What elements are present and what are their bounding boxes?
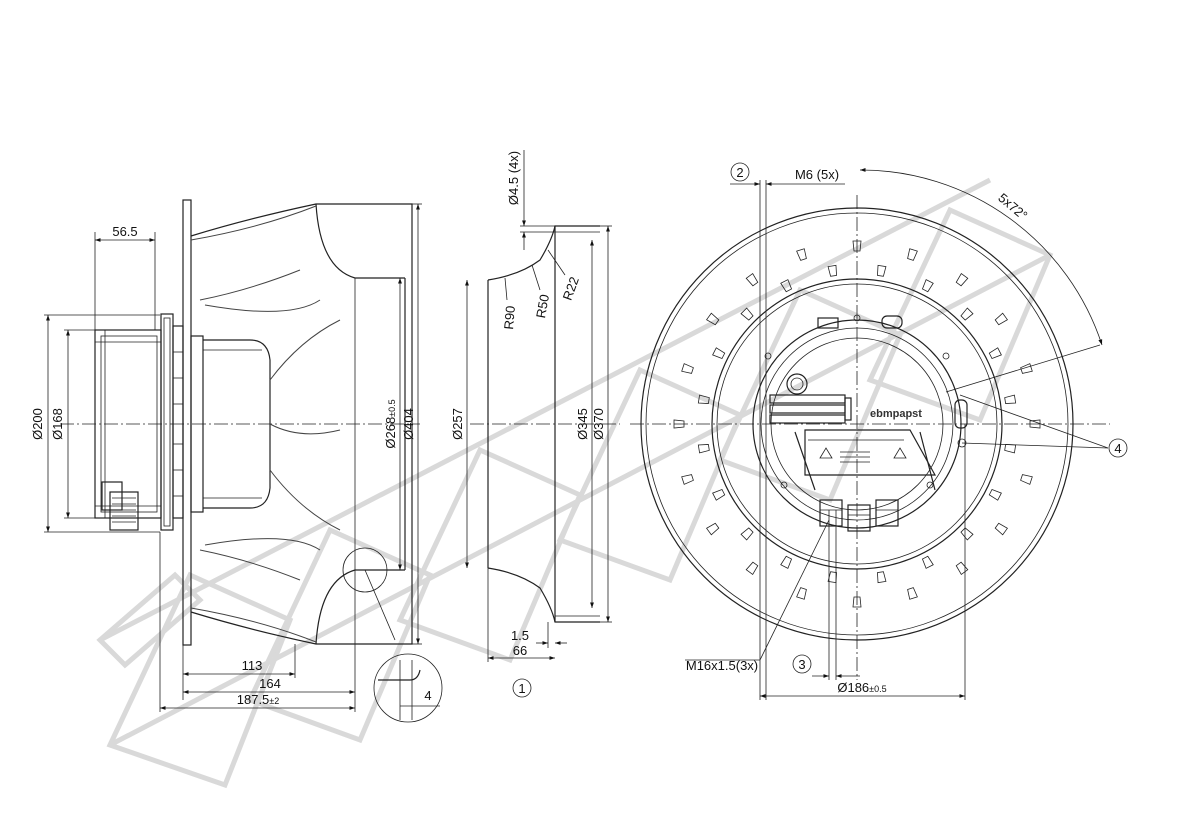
dim-187-5-tol: ±2 bbox=[269, 696, 279, 706]
dim-1-5: 1.5 bbox=[511, 628, 529, 643]
blade-tip bbox=[796, 587, 807, 600]
dim-345: Ø345 bbox=[575, 408, 590, 440]
blade-tip bbox=[988, 488, 1002, 501]
blade-tip bbox=[921, 279, 934, 293]
dim-164: 164 bbox=[259, 676, 281, 691]
blade-tip bbox=[697, 444, 710, 454]
blade-tip bbox=[745, 273, 759, 287]
blade-tip bbox=[827, 264, 837, 277]
dim-113: 113 bbox=[242, 658, 263, 673]
brand-label: ebmpapst bbox=[870, 408, 922, 420]
svg-text:187.5±2: 187.5±2 bbox=[237, 692, 280, 707]
callout-3: 3 bbox=[798, 657, 805, 672]
blade-tip bbox=[877, 571, 887, 584]
angle-label: 5x72° bbox=[995, 190, 1030, 223]
dim-404: Ø404 bbox=[401, 408, 416, 440]
blade-tip bbox=[907, 587, 918, 600]
detail-dim-4: 4 bbox=[424, 688, 431, 703]
blade-tip bbox=[712, 347, 726, 360]
blade-tip bbox=[780, 555, 793, 569]
blade-tip bbox=[706, 522, 720, 536]
callout-4: 4 bbox=[1114, 441, 1121, 456]
dim-268: Ø268 bbox=[383, 417, 398, 449]
blade-tip bbox=[994, 312, 1008, 326]
dim-187-5: 187.5 bbox=[237, 692, 270, 707]
front-view: ebmpapst 2 M6 (5x) 5x72° bbox=[630, 162, 1128, 700]
blade-tip bbox=[994, 522, 1008, 536]
dim-200: Ø200 bbox=[30, 408, 45, 440]
m6-label: M6 (5x) bbox=[795, 167, 839, 182]
blade-tip bbox=[960, 307, 974, 321]
blade-tip bbox=[907, 248, 918, 261]
blade-tip bbox=[740, 527, 754, 541]
nozzle-view: Ø257 Ø345 Ø370 Ø4.5 (4x) R22 R50 R90 1.5… bbox=[450, 150, 620, 698]
blade-tip bbox=[1004, 394, 1017, 404]
blade-tip bbox=[745, 561, 759, 575]
side-view: Ø200 Ø168 Ø268±0.5 Ø404 56.5 113 164 187… bbox=[30, 199, 443, 723]
dim-186-tol: ±0.5 bbox=[869, 684, 886, 694]
blade-tip bbox=[673, 419, 685, 429]
r90: R90 bbox=[501, 305, 518, 330]
callout-2: 2 bbox=[736, 165, 743, 180]
blade-tip bbox=[955, 561, 969, 575]
dim-186: Ø186 bbox=[837, 680, 869, 695]
blade-tip bbox=[681, 363, 694, 374]
dim-168: Ø168 bbox=[50, 408, 65, 440]
blade-tip bbox=[852, 596, 862, 608]
dim-4-5: Ø4.5 (4x) bbox=[506, 151, 521, 205]
callout-1: 1 bbox=[518, 681, 525, 696]
dim-66: 66 bbox=[513, 643, 527, 658]
dim-370: Ø370 bbox=[591, 408, 606, 440]
blade-tip bbox=[697, 394, 710, 404]
blade-tip bbox=[960, 527, 974, 541]
dim-257: Ø257 bbox=[450, 408, 465, 440]
svg-text:Ø268±0.5: Ø268±0.5 bbox=[383, 399, 398, 448]
blade-tip bbox=[1020, 363, 1033, 374]
dim-56-5: 56.5 bbox=[112, 224, 137, 239]
m16-label: M16x1.5(3x) bbox=[686, 658, 758, 673]
blade-tip bbox=[706, 312, 720, 326]
blade-tip bbox=[1020, 474, 1033, 485]
blade-tip bbox=[712, 488, 726, 501]
r50: R50 bbox=[533, 293, 552, 319]
blade-tip bbox=[988, 347, 1002, 360]
dim-268-tol: ±0.5 bbox=[387, 399, 397, 416]
svg-text:Ø186±0.5: Ø186±0.5 bbox=[837, 680, 886, 695]
blade-tip bbox=[1029, 419, 1041, 429]
r22: R22 bbox=[560, 275, 582, 303]
blade-tip bbox=[740, 307, 754, 321]
blade-tip bbox=[955, 273, 969, 287]
blade-tip bbox=[780, 279, 793, 293]
blade-tip bbox=[681, 474, 694, 485]
blade-tip bbox=[796, 248, 807, 261]
blade-tip bbox=[877, 264, 887, 277]
blade-tip bbox=[921, 555, 934, 569]
